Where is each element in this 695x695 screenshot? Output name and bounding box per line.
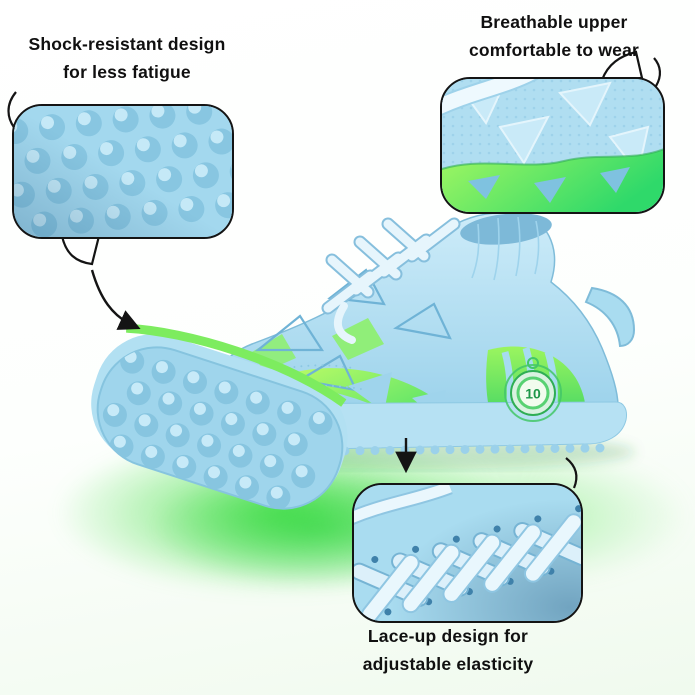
green-side-stripe: [126, 323, 347, 407]
annotation-line: Breathable upper: [480, 12, 628, 32]
tongue-edge: [354, 485, 452, 523]
lace-edge: [442, 79, 535, 114]
web-pattern: [254, 268, 452, 392]
annotation-shock-resistant: Shock-resistant design for less fatigue: [18, 30, 236, 86]
callout-sole-detail: [12, 104, 234, 239]
sock-ribs: [471, 216, 540, 281]
green-accent: [332, 318, 384, 360]
callout-upper-detail: [440, 77, 665, 214]
size-badge: 10: [504, 357, 562, 422]
outsole-studs: [102, 349, 348, 520]
lying-shoe-sole: [91, 323, 348, 520]
connectors: [7, 50, 661, 489]
annotation-line: comfortable to wear: [468, 40, 640, 60]
collar-opening: [460, 213, 552, 245]
callout-tail: [60, 234, 101, 266]
laces: [321, 217, 461, 344]
annotation-line: Lace-up design for: [367, 626, 529, 646]
heel-pull-tab: [584, 286, 636, 348]
arrow-to-sole-icon: [90, 269, 141, 330]
standing-shoe: 10: [209, 212, 636, 457]
callout-tail: [600, 50, 644, 82]
lace-detail-photo: [354, 485, 581, 621]
annotation-breathable-upper: Breathable upper comfortable to wear: [448, 8, 660, 64]
annotation-line: Shock-resistant design: [28, 34, 226, 54]
curve-connector: [653, 57, 661, 87]
badge-loop: [527, 357, 539, 369]
badge-number: 10: [525, 386, 541, 402]
lace-cross: [354, 503, 581, 621]
sole-detail-photo: [14, 106, 232, 237]
annotation-lace-up: Lace-up design for adjustable elasticity: [342, 622, 554, 678]
annotation-line: adjustable elasticity: [362, 654, 534, 674]
blue-overlay-shape: [348, 372, 392, 412]
upper-detail-photo: [442, 79, 663, 212]
annotation-line: for less fatigue: [63, 62, 191, 82]
callout-lace-detail: [352, 483, 583, 623]
curve-connector: [565, 457, 578, 489]
